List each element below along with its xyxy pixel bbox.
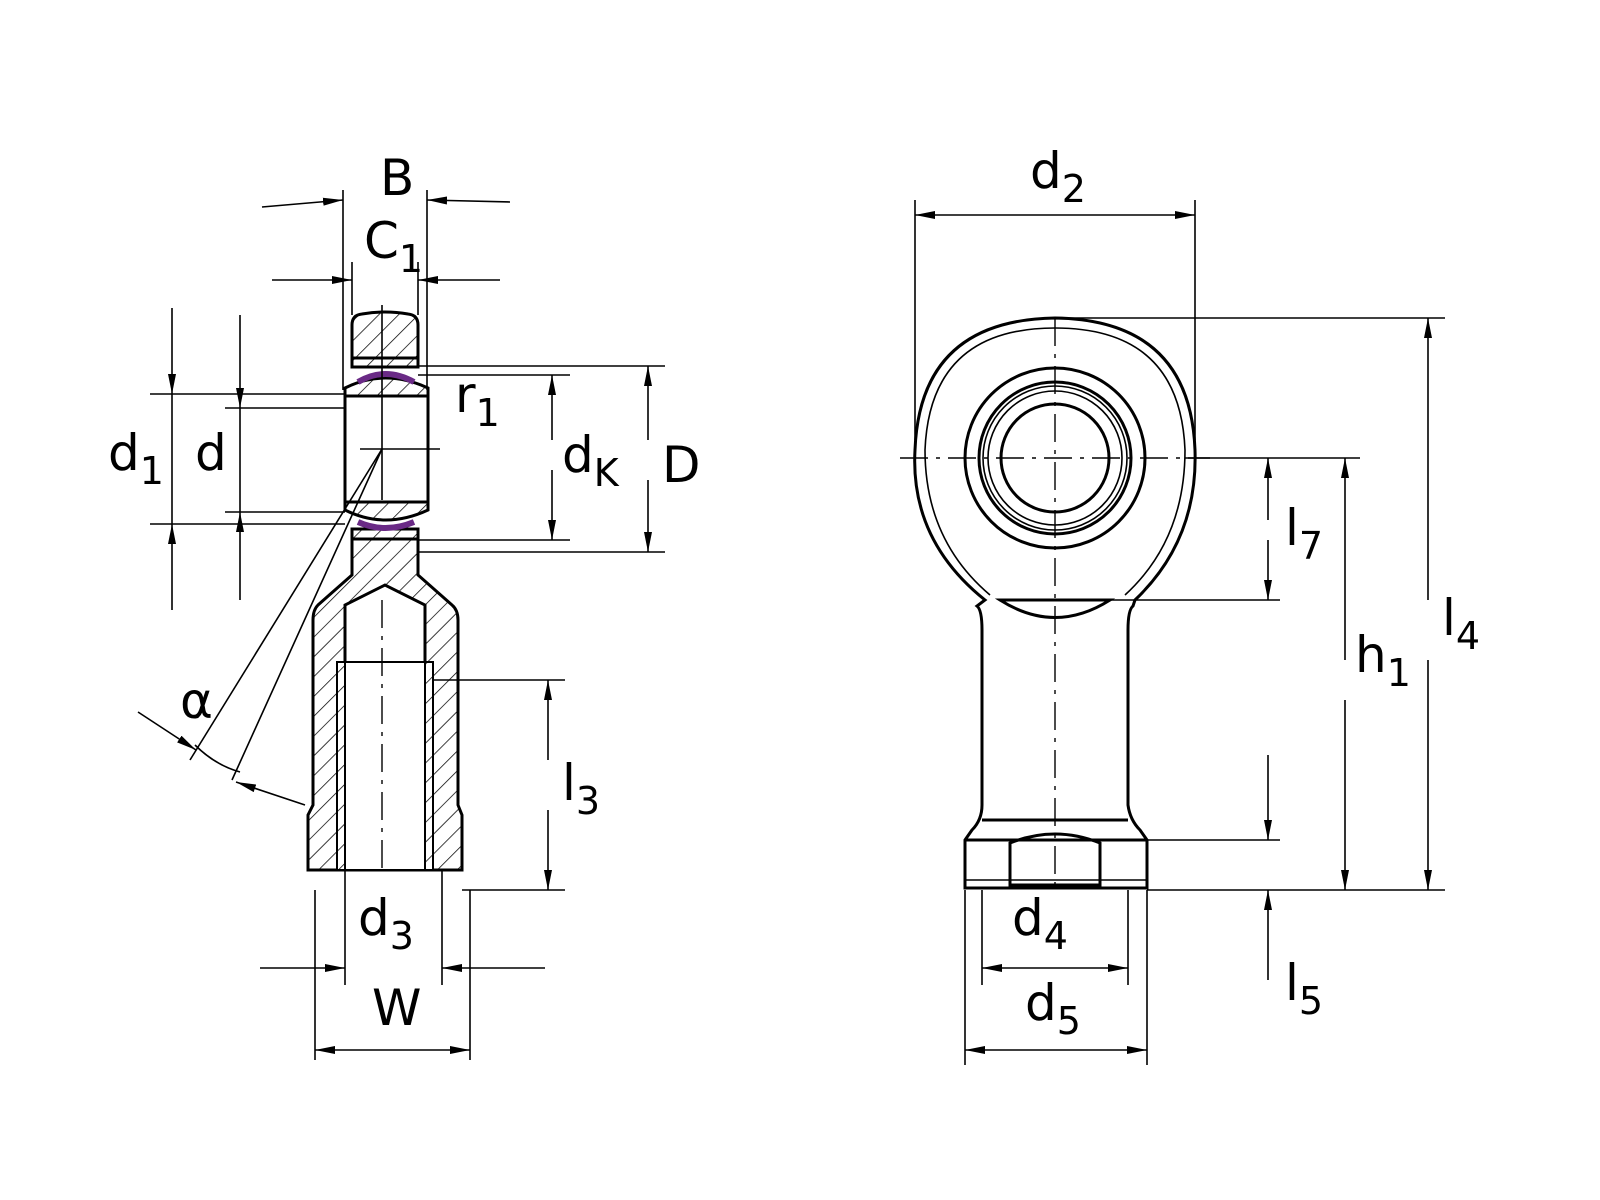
dimensions-right (914, 200, 1445, 1065)
label-d5: d5 (1025, 974, 1081, 1043)
dimensions-left (137, 190, 665, 1060)
front-view (900, 316, 1210, 890)
seal-bottom (356, 519, 416, 531)
label-h1: h1 (1355, 626, 1411, 695)
label-l5: l5 (1285, 954, 1323, 1023)
label-d1: d1 (108, 424, 164, 493)
section-view (189, 305, 464, 872)
inner-ring-top (343, 376, 430, 398)
label-d2: d2 (1030, 142, 1086, 211)
label-dK: dK (562, 426, 620, 495)
label-W: W (372, 979, 421, 1037)
label-d: d (195, 424, 227, 482)
seal-top (356, 371, 416, 385)
label-B: B (380, 149, 414, 207)
label-l7: l7 (1285, 499, 1323, 568)
housing-top (350, 310, 420, 362)
hex (965, 832, 1147, 887)
outer-race-top (350, 356, 420, 369)
label-C1: C1 (364, 212, 423, 281)
eye-outer (913, 316, 1197, 890)
label-d3: d3 (358, 889, 414, 958)
label-r1: r1 (455, 366, 500, 435)
inner-ring-bottom (343, 500, 430, 522)
label-D: D (662, 436, 701, 494)
labels: B C1 d1 d r1 dK D α l3 d3 W d2 l7 h1 l4 … (108, 142, 1480, 1043)
label-l4: l4 (1442, 589, 1480, 658)
label-d4: d4 (1012, 889, 1068, 958)
label-l3: l3 (562, 754, 600, 823)
label-alpha: α (180, 672, 213, 730)
